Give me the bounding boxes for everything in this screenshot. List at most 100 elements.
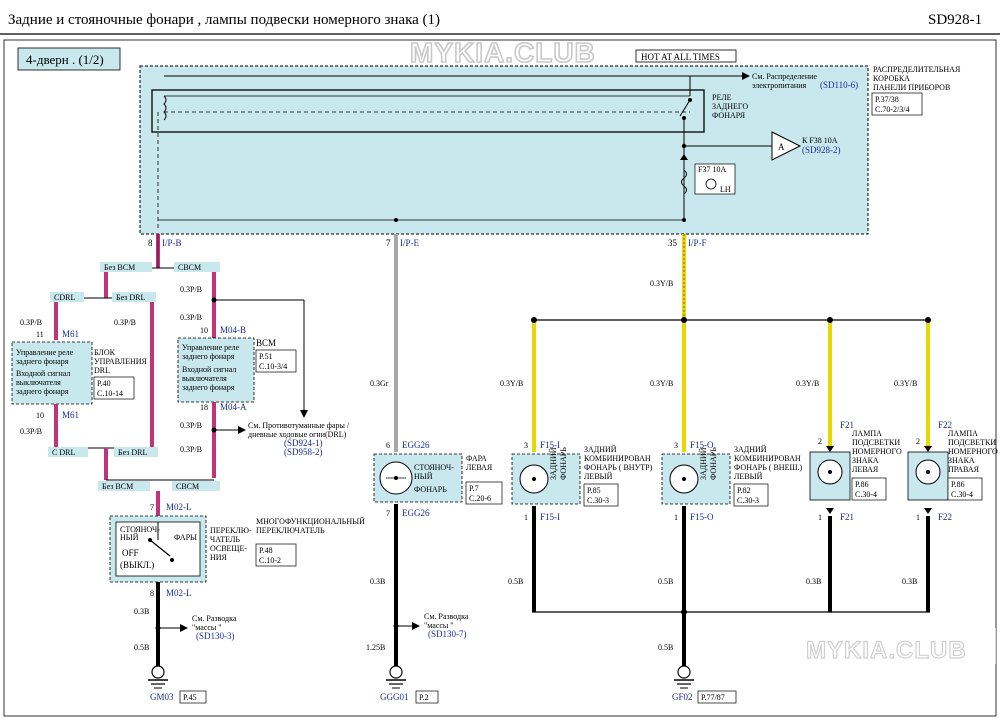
pin-6-mid: 6	[386, 441, 390, 450]
l1-ref-2: C.30-3	[587, 496, 609, 505]
bcm-mod-1: Управление реле	[182, 343, 240, 352]
l2-name-4: ЛЕВЫЙ	[734, 472, 763, 481]
switch-ref-1: P.48	[259, 546, 273, 555]
wire-03b-r4: 0.3B	[902, 577, 917, 586]
ground-ref-l-2: "массы "	[192, 623, 222, 632]
ground-ref-m-1: См. Разводка	[424, 612, 469, 621]
l1-name-2: КОМБИНИРОВАН	[584, 454, 651, 463]
ground-gf02-page: P.77/87	[701, 693, 725, 702]
drl-mod-2: заднего фонаря	[16, 357, 69, 366]
wire-03yb-2: 0.3Y/B	[650, 379, 673, 388]
egg26-bot: EGG26	[402, 508, 430, 518]
drl-ref2-code-1: (SD924-1)	[284, 438, 323, 448]
wire-05b-r2: 0.5B	[658, 577, 673, 586]
drl-ref2-1: См. Противотуманные фары /	[248, 421, 350, 430]
mid-lamp-2: НЫЙ	[414, 472, 433, 481]
l4-name-5: ПРАВАЯ	[948, 465, 980, 474]
pin-11: 11	[36, 330, 44, 339]
l3-ref-2: C.30-4	[855, 490, 877, 499]
l2-name-3: ФОНАРЬ ( ВНЕШ.)	[734, 463, 803, 472]
l3-name-4: ЗНАКА	[852, 456, 879, 465]
wire-05b-r5: 0.5B	[658, 643, 673, 652]
switch-ref-2: C.10-2	[259, 556, 281, 565]
mid-ref-2: C.20-6	[469, 494, 491, 503]
l3-name-1: ЛАМПА	[852, 429, 882, 438]
wire-03gr: 0.3Gr	[370, 379, 389, 388]
ground-gm03-page: P.45	[183, 693, 197, 702]
right-section: 0.3Y/B 0.3Y/B 0.3Y/B 0.3Y/B 0.3Y/B 3 F15…	[500, 234, 998, 704]
bez-drl-2: Без DRL	[118, 448, 148, 457]
wire-03yb-4: 0.3Y/B	[894, 379, 917, 388]
wire-03pb-2: 0.3P/B	[114, 318, 136, 327]
bcm-mod-3: Входной сигнал	[182, 365, 236, 374]
drl-name-3: DRL	[94, 366, 110, 375]
arrow-ref: К F38 10A	[802, 136, 838, 145]
jb-ref-2: C.70-2/3/4	[875, 105, 909, 114]
l1-inner-1: ЗАДНИЙ	[549, 447, 558, 480]
hot-label: HOT AT ALL TIMES	[641, 52, 720, 62]
fuse-tag: LH	[720, 185, 731, 194]
mid-lamp-name-1: ФАРА	[466, 454, 487, 463]
ground-gf02: GF02	[672, 692, 693, 702]
mid-lamp-1: СТОЯНОЧ-	[414, 463, 454, 472]
ground-ggg01: GGG01	[380, 692, 409, 702]
bcm-mod-4: выключателя	[182, 374, 227, 383]
switch-sub-1: ПЕРЕКЛЮ-	[210, 526, 252, 535]
jb-ref-1: P.37/38	[875, 95, 899, 104]
conn-ip-f: I/P-F	[688, 238, 707, 248]
bez-drl-label: Без DRL	[116, 293, 146, 302]
l2-ref-1: P.82	[737, 486, 751, 495]
l2-name-2: КОМБИНИРОВАН	[734, 454, 801, 463]
l1-name-3: ФОНАРЬ ( ВНУТР)	[584, 463, 653, 472]
switch-off-2: (ВЫКЛ.)	[120, 560, 154, 570]
arrow-letter: A	[778, 142, 785, 152]
ground-ref-m-2: "массы "	[424, 621, 454, 630]
s-bcm-top: CBCM	[178, 263, 201, 272]
l2-name-1: ЗАДНИЙ	[734, 445, 767, 454]
switch-name-2: ПЕРЕКЛЮЧАТЕЛЬ	[256, 526, 325, 535]
switch-off: OFF	[122, 548, 139, 558]
drl-ref2-code-2: (SD958-2)	[284, 447, 323, 457]
relay-label-1: РЕЛЕ	[712, 93, 732, 102]
l2-pin-bot: 1	[674, 513, 678, 522]
ground-icon-gm03	[151, 665, 165, 679]
m04a: M04-A	[220, 402, 247, 412]
middle-section: 0.3Gr 6 EGG26 СТОЯНОЧ- НЫЙ ФОНАРЬ ФАРА Л…	[366, 234, 503, 704]
egg26-top: EGG26	[402, 440, 430, 450]
wire-03pb-bcm2: 0.3P/B	[180, 313, 202, 322]
ground-gm03: GM03	[150, 692, 174, 702]
s-bcm-bot: CBCM	[176, 482, 199, 491]
power-ref-2: электропитания	[752, 81, 806, 90]
mid-lamp-name-2: ЛЕВАЯ	[466, 463, 493, 472]
wire-05b-left: 0.5B	[134, 643, 149, 652]
drl-mod-5: заднего фонаря	[16, 387, 69, 396]
conn-ip-b: I/P-B	[162, 238, 182, 248]
ground-icon-ggg01	[389, 665, 403, 679]
m04b: M04-B	[220, 325, 246, 335]
l1-name-1: ЗАДНИЙ	[584, 445, 617, 454]
wire-03yb-main: 0.3Y/B	[650, 279, 673, 288]
l3-name-2: ПОДСВЕТКИ	[852, 438, 900, 447]
drl-ref-2: C.10-14	[97, 389, 123, 398]
switch-sub-3: ОСВЕЩЕ-	[210, 544, 247, 553]
ground-ref-l-code: (SD130-3)	[196, 631, 235, 641]
wire-03b-left: 0.3B	[134, 607, 149, 616]
l1-pin-bot: 1	[524, 513, 528, 522]
pin-8-switch: 8	[150, 589, 154, 598]
wire-03pb-bcm1: 0.3P/B	[180, 285, 202, 294]
l2-conn-top: F15-O	[690, 440, 714, 450]
bcm-mod-5: заднего фонаря	[182, 383, 235, 392]
switch-label-2: НЫЙ	[120, 533, 139, 542]
conn-ip-e: I/P-E	[400, 238, 420, 248]
drl-ref2-2: дневные ходовые огни(DRL)	[248, 430, 347, 439]
l4-conn-top: F22	[938, 420, 952, 430]
wire-03pb-3: 0.3P/B	[20, 427, 42, 436]
mid-lamp-3: ФОНАРЬ	[414, 485, 447, 494]
l4-name-3: НОМЕРНОГО	[948, 447, 998, 456]
l3-ref-1: P.86	[855, 480, 869, 489]
cdrl-label: CDRL	[54, 293, 75, 302]
l2-inner-2: ФОНАРЬ	[709, 447, 718, 480]
l2-ref-2: C.30-3	[737, 496, 759, 505]
bcm-mod-2: заднего фонаря	[182, 352, 235, 361]
l4-pin-top: 2	[916, 437, 920, 446]
